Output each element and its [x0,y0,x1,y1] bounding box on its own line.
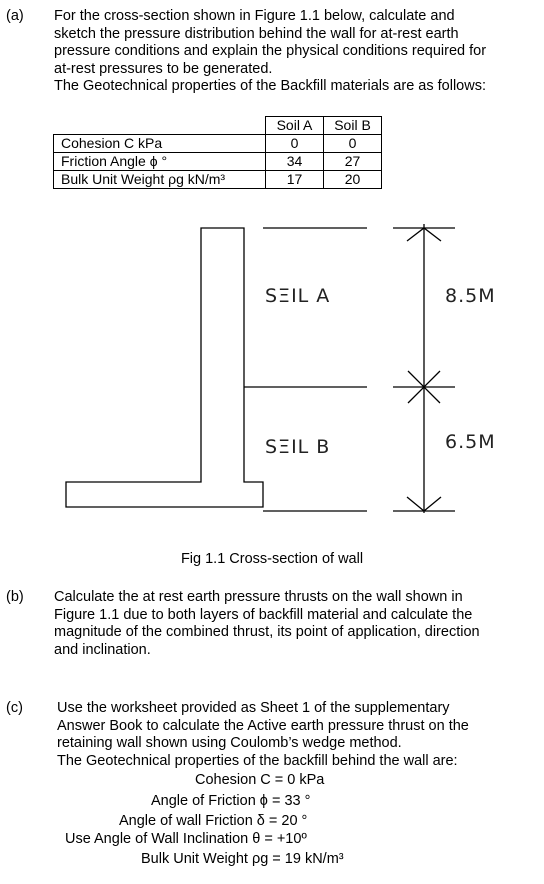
table-cell-soil-a: 34 [265,152,324,171]
arrow-up-icon [406,227,442,242]
wall-cross-section-figure: SΞIL A SΞIL B 8.5M 6.5M [65,224,496,513]
table-cell-soil-b: 0 [323,134,382,153]
question-b-line: and inclination. [54,641,151,658]
question-a-line: at-rest pressures to be generated. [54,60,273,77]
property-wall-inclination: Use Angle of Wall Inclination θ = +10º [65,831,307,847]
table-row: Bulk Unit Weight ρg kN/m³ 17 20 [53,170,382,189]
arrow-down-icon [406,496,442,512]
question-c-text: Use the worksheet provided as Sheet 1 of… [57,700,537,770]
table-corner [53,116,266,135]
question-a-line: pressure conditions and explain the phys… [54,43,487,59]
table-header-soil-a: Soil A [265,116,324,135]
question-a-label: (a) [6,8,24,24]
question-c-line: The Geotechnical properties of the backf… [57,752,458,769]
question-c-line: retaining wall shown using Coulomb’s wed… [57,735,402,751]
figure-caption: Fig 1.1 Cross-section of wall [180,551,364,567]
question-b-line: Figure 1.1 due to both layers of backfil… [54,606,473,623]
retaining-wall-outline [65,227,264,508]
table-row: Cohesion C kPa 0 0 [53,134,382,153]
question-c-line: Use the worksheet provided as Sheet 1 of… [57,700,450,716]
table-row-label: Cohesion C kPa [53,134,266,153]
question-b-line: Calculate the at rest earth pressure thr… [54,589,463,605]
soil-b-label: SΞIL B [265,436,330,458]
question-a-line: The Geotechnical properties of the Backf… [54,78,486,94]
question-a-line: For the cross-section shown in Figure 1.… [54,8,455,24]
dimension-label-bottom: 6.5M [445,431,496,453]
soil-a-label: SΞIL A [265,285,330,307]
question-c-line: Answer Book to calculate the Active eart… [57,717,469,734]
question-a-line: sketch the pressure distribution behind … [54,25,459,42]
property-unit-weight: Bulk Unit Weight ρg = 19 kN/m³ [141,851,344,867]
table-header-soil-b: Soil B [323,116,382,135]
table-cell-soil-a: 17 [265,170,324,189]
table-row-label: Bulk Unit Weight ρg kN/m³ [53,170,266,189]
table-row: Friction Angle ϕ ° 34 27 [53,152,382,171]
question-a-text: For the cross-section shown in Figure 1.… [54,8,534,96]
table-cell-soil-a: 0 [265,134,324,153]
property-cohesion: Cohesion C = 0 kPa [195,772,325,788]
question-b-text: Calculate the at rest earth pressure thr… [54,589,534,659]
soil-properties-table: Soil A Soil B Cohesion C kPa 0 0 Frictio… [53,116,382,189]
question-c-label: (c) [6,700,23,716]
arrow-up-icon [407,386,441,404]
question-b-line: magnitude of the combined thrust, its po… [54,624,480,640]
property-friction-angle: Angle of Friction ϕ = 33 ° [151,793,311,809]
table-header-row: Soil A Soil B [53,116,382,135]
dimension-label-top: 8.5M [445,285,496,307]
table-cell-soil-b: 27 [323,152,382,171]
question-b-label: (b) [6,589,24,605]
table-row-label: Friction Angle ϕ ° [53,152,266,171]
table-cell-soil-b: 20 [323,170,382,189]
property-wall-friction: Angle of wall Friction δ = 20 ° [119,813,308,829]
